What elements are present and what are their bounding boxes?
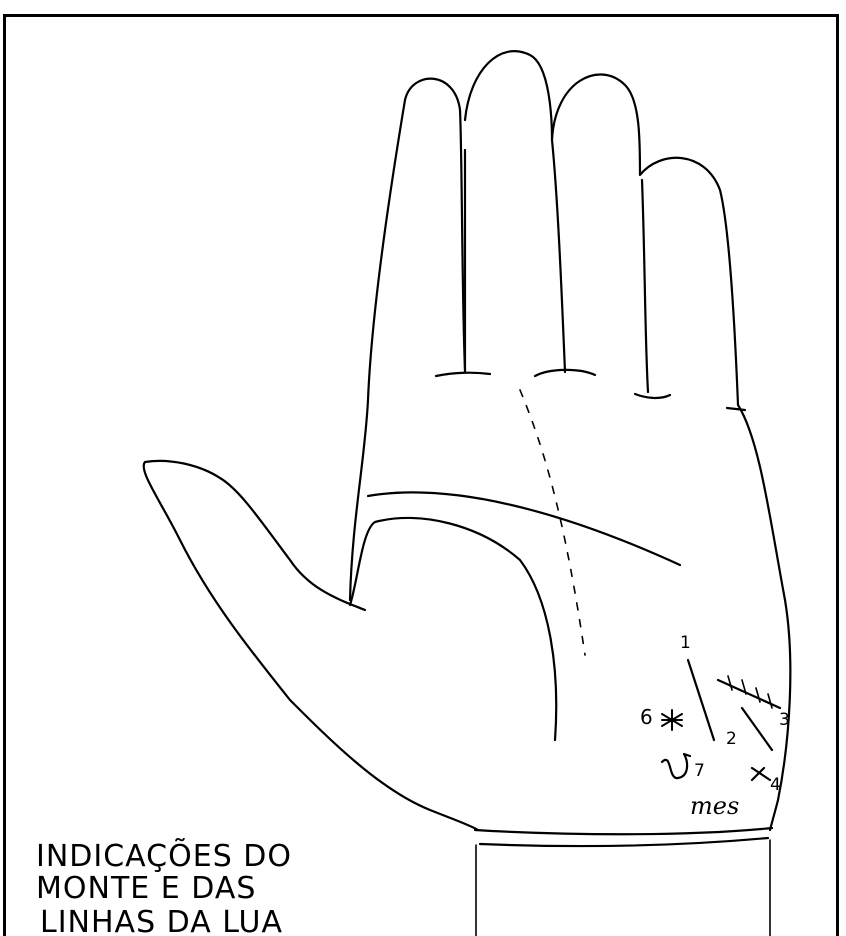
caption: INDICAÇÕES DO MONTE E DAS LINHAS DA LUA xyxy=(36,837,292,936)
wrist-line-2 xyxy=(480,838,768,846)
crease-3 xyxy=(635,394,670,398)
label-1: 1 xyxy=(680,633,691,653)
crease-1 xyxy=(436,373,490,376)
moon-marks: 1 3 2 6 7 4 mes xyxy=(640,633,790,820)
label-3: 3 xyxy=(779,710,790,730)
caption-line-2: MONTE E DAS xyxy=(36,871,256,906)
script-word: mes xyxy=(690,792,739,820)
finger-gap-3 xyxy=(642,180,648,392)
finger-gap-2 xyxy=(552,140,565,372)
heart-line xyxy=(368,492,680,565)
crease-4 xyxy=(727,408,745,410)
label-2: 2 xyxy=(726,729,737,749)
label-4: 4 xyxy=(770,775,781,795)
label-6: 6 xyxy=(640,705,653,729)
thumb-outline xyxy=(144,461,478,830)
caption-line-3: LINHAS DA LUA xyxy=(40,905,283,936)
line-mark-2 xyxy=(742,708,772,750)
u-sign-icon xyxy=(662,754,690,778)
wrist-line-1 xyxy=(475,828,772,834)
label-7: 7 xyxy=(694,761,705,781)
caption-line-1: INDICAÇÕES DO xyxy=(36,837,292,874)
cross-icon xyxy=(752,768,770,780)
hand-outline xyxy=(350,51,790,830)
thenar-curve xyxy=(350,518,556,740)
star-icon xyxy=(662,710,682,730)
line-mark-1 xyxy=(688,660,714,740)
